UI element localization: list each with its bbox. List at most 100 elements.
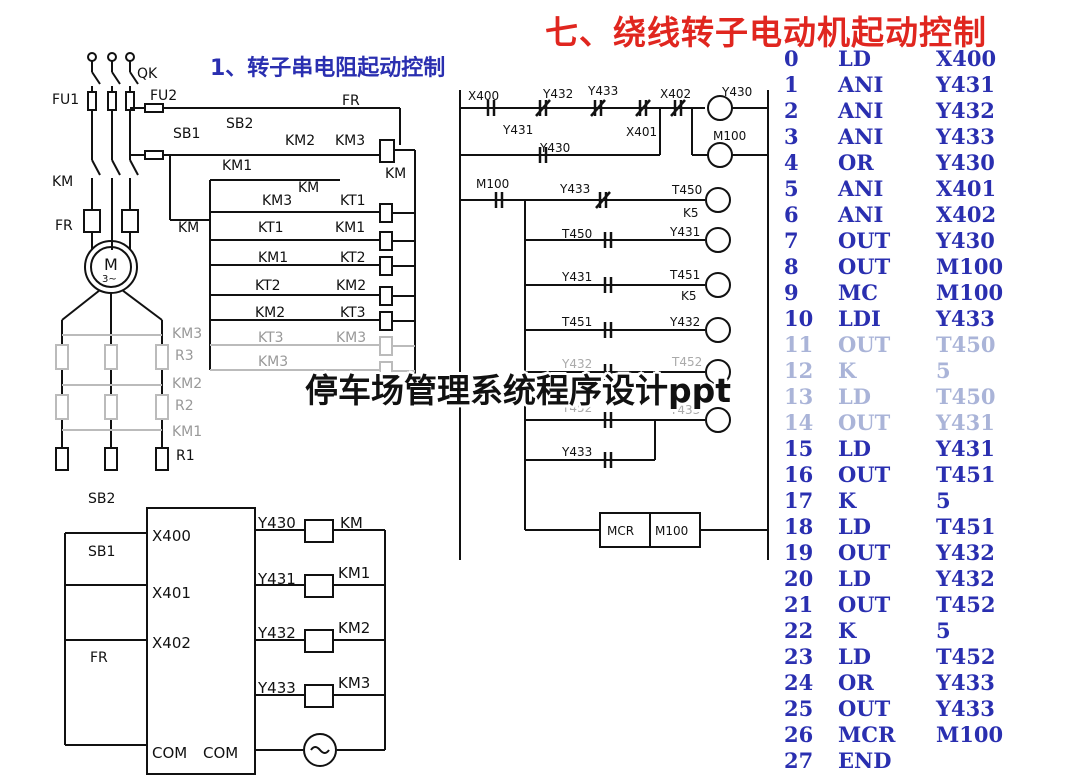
operand: 5 bbox=[936, 358, 951, 383]
ladder-t451: T451 bbox=[669, 268, 700, 282]
km3-contact-label: KM3 bbox=[262, 193, 292, 209]
step-number: 17 bbox=[784, 488, 814, 513]
plc-output-y432: Y432 bbox=[257, 624, 296, 642]
ladder-y432-contact: Y432 bbox=[561, 357, 592, 371]
operand: Y432 bbox=[936, 566, 995, 591]
circuit-diagram: QK FU1 FU2 KM FR M 3~ SB1 SB2 KM2 KM3 FR… bbox=[52, 52, 769, 775]
instruction: K bbox=[838, 488, 857, 513]
operand: 5 bbox=[936, 618, 951, 643]
km3-coil-label: KM3 bbox=[336, 330, 366, 346]
kt3-coil-label: KT3 bbox=[340, 305, 366, 321]
fu1-label: FU1 bbox=[52, 92, 79, 108]
instruction: LD bbox=[838, 46, 871, 71]
plc-io-wiring bbox=[64, 507, 386, 775]
control-circuit bbox=[169, 108, 416, 381]
km1-rotor-label: KM1 bbox=[172, 424, 202, 440]
instruction: MCR bbox=[838, 722, 896, 747]
km1-label: KM1 bbox=[222, 158, 252, 174]
instruction: K bbox=[838, 358, 857, 383]
instruction: OUT bbox=[838, 696, 891, 721]
fu2-label: FU2 bbox=[150, 88, 177, 104]
instruction: OR bbox=[838, 150, 874, 175]
ladder-y433: Y433 bbox=[587, 84, 618, 98]
ladder-y431: Y431 bbox=[502, 123, 533, 137]
km-contact2-label: KM bbox=[178, 220, 199, 236]
operand: Y431 bbox=[936, 72, 995, 97]
operand: M100 bbox=[936, 722, 1004, 747]
ladder-x400: X400 bbox=[468, 89, 499, 103]
plc-sb2-label: SB2 bbox=[88, 491, 115, 507]
instruction: MC bbox=[838, 280, 878, 305]
operand: Y432 bbox=[936, 540, 995, 565]
plc-input-x402: X402 bbox=[152, 634, 191, 652]
instruction: LD bbox=[838, 384, 871, 409]
instruction: ANI bbox=[838, 98, 884, 123]
instruction: K bbox=[838, 618, 857, 643]
ladder-coil-y432: Y432 bbox=[669, 315, 700, 329]
ladder-diagram bbox=[459, 90, 769, 560]
ladder-t450: T450 bbox=[671, 183, 702, 197]
ladder-coil-y433: Y433 bbox=[669, 403, 700, 417]
instruction: ANI bbox=[838, 124, 884, 149]
operand: X400 bbox=[936, 46, 997, 71]
ladder-y433-nc: Y433 bbox=[559, 182, 590, 196]
plc-input-x400: X400 bbox=[152, 527, 191, 545]
instruction: OUT bbox=[838, 462, 891, 487]
kt2-coil-label: KT2 bbox=[340, 250, 366, 266]
km2-label: KM2 bbox=[285, 133, 315, 149]
step-number: 12 bbox=[784, 358, 814, 383]
instruction: OUT bbox=[838, 540, 891, 565]
plc-com-in: COM bbox=[152, 744, 187, 762]
qk-label: QK bbox=[137, 66, 158, 82]
step-number: 3 bbox=[784, 124, 799, 149]
operand: Y431 bbox=[936, 410, 995, 435]
ladder-coil-y430: Y430 bbox=[721, 85, 752, 99]
step-number: 19 bbox=[784, 540, 814, 565]
step-number: 20 bbox=[784, 566, 814, 591]
instruction: ANI bbox=[838, 202, 884, 227]
step-number: 24 bbox=[784, 670, 814, 695]
instruction: LD bbox=[838, 436, 871, 461]
kt3-contact-label: KT3 bbox=[258, 330, 284, 346]
instruction: ANI bbox=[838, 72, 884, 97]
km1-coil-label: KM1 bbox=[335, 220, 365, 236]
step-number: 25 bbox=[784, 696, 814, 721]
operand: M100 bbox=[936, 280, 1004, 305]
step-number: 8 bbox=[784, 254, 799, 279]
operand: X401 bbox=[936, 176, 997, 201]
step-number: 18 bbox=[784, 514, 814, 539]
ladder-t450-contact: T450 bbox=[561, 227, 592, 241]
plc-fr-label: FR bbox=[90, 650, 108, 666]
instruction: LD bbox=[838, 644, 871, 669]
ladder-mcr: MCR bbox=[607, 524, 634, 538]
kt1-contact-label: KT1 bbox=[258, 220, 284, 236]
rotor-resistors bbox=[55, 334, 169, 431]
km-coil-label: KM bbox=[385, 166, 406, 182]
ladder-k5-a: K5 bbox=[683, 206, 699, 220]
ladder-y432: Y432 bbox=[542, 87, 573, 101]
step-number: 27 bbox=[784, 748, 814, 773]
plc-load-km2: KM2 bbox=[338, 619, 370, 637]
step-number: 7 bbox=[784, 228, 799, 253]
instruction: OUT bbox=[838, 410, 891, 435]
operand: T452 bbox=[936, 644, 996, 669]
km1-contact-label: KM1 bbox=[258, 250, 288, 266]
step-number: 6 bbox=[784, 202, 799, 227]
ladder-x401: X401 bbox=[626, 125, 657, 139]
ladder-mcr-m100: M100 bbox=[655, 524, 688, 538]
step-number: 0 bbox=[784, 46, 799, 71]
operand: M100 bbox=[936, 254, 1004, 279]
instruction: LDI bbox=[838, 306, 881, 331]
step-number: 16 bbox=[784, 462, 814, 487]
instruction: OUT bbox=[838, 592, 891, 617]
km2-contact-label: KM2 bbox=[255, 305, 285, 321]
plc-com-out: COM bbox=[203, 744, 238, 762]
km-main-label: KM bbox=[52, 174, 73, 190]
power-lines bbox=[61, 52, 400, 470]
operand: Y433 bbox=[936, 670, 995, 695]
watermark-title: 停车场管理系统程序设计ppt bbox=[305, 371, 732, 410]
plc-output-y431: Y431 bbox=[257, 570, 296, 588]
operand: T450 bbox=[936, 332, 996, 357]
step-number: 22 bbox=[784, 618, 814, 643]
motor-label: M bbox=[104, 255, 118, 274]
